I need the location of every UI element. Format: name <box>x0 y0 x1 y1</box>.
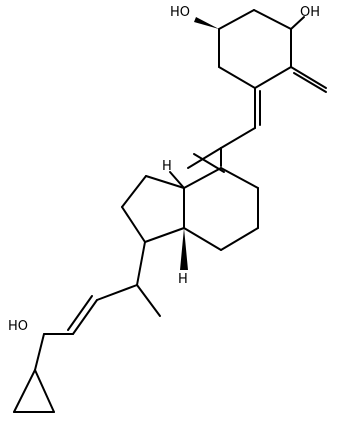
cd-ring-system <box>121 153 259 270</box>
triene-linker <box>187 87 261 169</box>
oh-label-top-left: HO <box>170 5 190 20</box>
atom-labels: HO OH H H HO <box>8 5 320 334</box>
h-label-ring-junction: H <box>162 159 172 174</box>
h-label-methyl: H <box>178 272 188 287</box>
side-chain <box>13 241 161 413</box>
a-ring <box>194 9 327 93</box>
oh-label-top-right: OH <box>300 5 320 20</box>
oh-label-side-chain: HO <box>8 319 28 334</box>
